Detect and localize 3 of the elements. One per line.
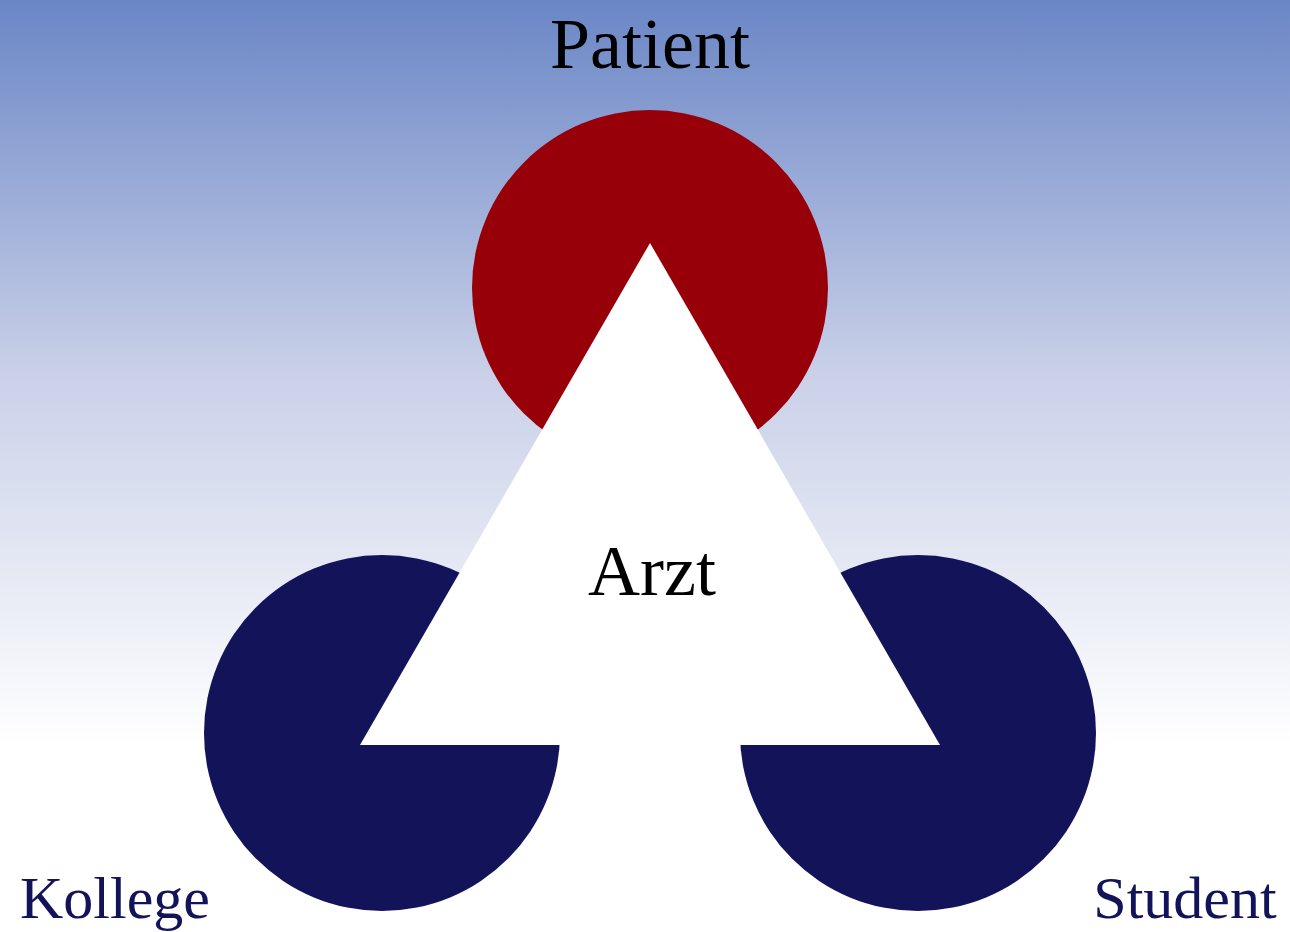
node-label: Arzt: [588, 535, 716, 607]
node-label: Patient: [550, 8, 750, 80]
node-label: Student: [1093, 868, 1277, 928]
